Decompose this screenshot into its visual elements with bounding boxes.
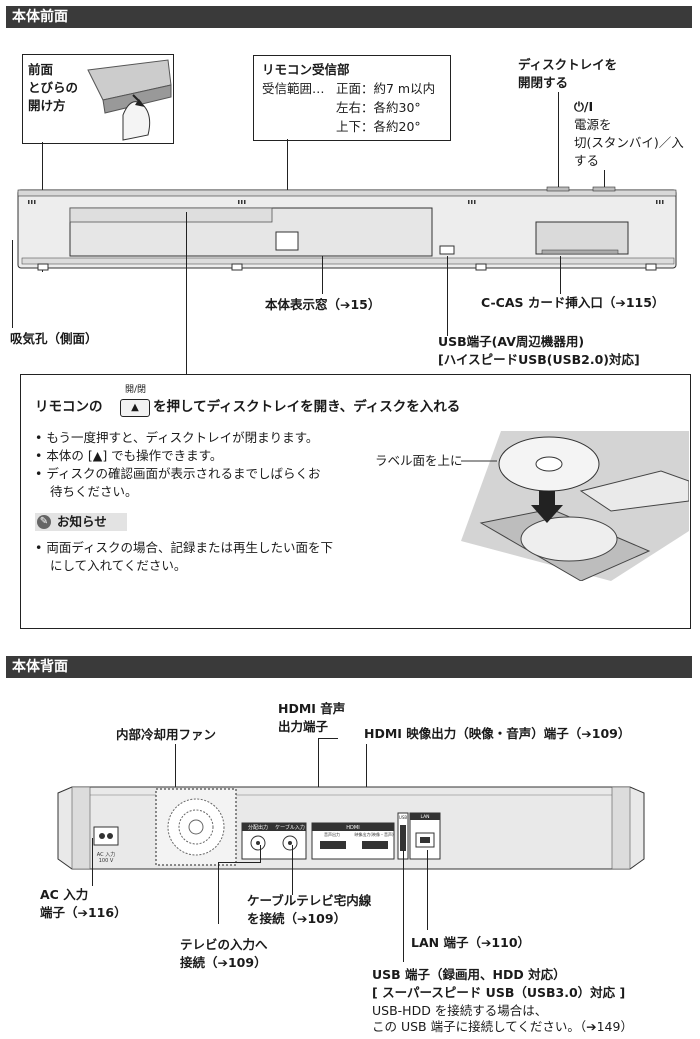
panel-lan: LAN <box>420 814 429 820</box>
remote-sensor-title: リモコン受信部 <box>262 62 350 77</box>
display-window-label: 本体表示窓（➔15） <box>265 297 381 312</box>
cable-home-label-1: ケーブルテレビ宅内線 <box>247 893 372 908</box>
usb-front-label-1: USB端子(AV周辺機器用) <box>438 334 585 349</box>
leader-tv-v <box>218 862 219 924</box>
hdmi-video-label: HDMI 映像出力（映像・音声）端子（➔109） <box>364 726 631 741</box>
cable-home-label-2: を接続（➔109） <box>247 911 347 926</box>
power-label-3: する <box>574 153 600 168</box>
notice-banner: ✎ お知らせ <box>35 513 127 531</box>
section-header-front: 本体前面 <box>6 6 692 28</box>
disc-bullet-2: • 本体の [▲] でも操作できます。 <box>35 448 223 463</box>
disc-insert-box: リモコンの 開/閉 ▲ を押してディスクトレイを開き、ディスクを入れる • もう… <box>20 374 691 629</box>
disc-bullet-3: • ディスクの確認画面が表示されるまでしばらくお <box>35 466 321 481</box>
hdmi-audio-label-2: 出力端子 <box>278 719 329 734</box>
door-label-3: 開け方 <box>28 98 66 113</box>
leader-intake <box>12 240 13 328</box>
tv-input-label-2: 接続（➔109） <box>180 955 267 970</box>
tv-input-label-1: テレビの入力へ <box>180 937 268 952</box>
recorder-back-illustration: AC 入力 100 V 分配出力 ケーブル入力 HDMI 音声出力 映像出力(映… <box>57 786 645 870</box>
notice-line-1: • 両面ディスクの場合、記録または再生したい面を下 <box>35 540 333 555</box>
panel-audio-out: 音声出力 <box>324 831 340 837</box>
leader-usb-front <box>447 256 448 336</box>
tray-label-1: ディスクトレイを <box>518 57 618 72</box>
panel-usb: USB <box>399 815 407 820</box>
ac-small-1: AC 入力 <box>97 851 115 858</box>
leader-ccas <box>560 256 561 294</box>
ac-small-2: 100 V <box>99 858 114 864</box>
leader-hdmi-audio-v <box>318 738 319 808</box>
remote-sensor-box: リモコン受信部 受信範囲… 正面：約7 m以内 左右：各約30° 上下：各約20… <box>253 55 451 141</box>
pencil-icon: ✎ <box>37 515 51 529</box>
section-header-back: 本体背面 <box>6 656 692 678</box>
leader-display <box>322 256 323 294</box>
door-hand-illustration <box>87 59 172 141</box>
disc-bullet-3-cont: 待ちください。 <box>50 484 138 499</box>
usb-back-label-4: この USB 端子に接続してください。（➔149） <box>372 1019 633 1034</box>
usb-front-label-2: [ハイスピードUSB(USB2.0)対応] <box>438 352 640 367</box>
leader-tray <box>558 92 559 190</box>
notice-title: お知らせ <box>57 514 107 529</box>
recorder-front-illustration <box>17 186 677 271</box>
door-inset: 前面 とびらの 開け方 <box>22 54 174 144</box>
leader-tv-h <box>218 862 260 863</box>
fan-label: 内部冷却用ファン <box>116 727 217 742</box>
remote-range-front: 正面：約7 m以内 <box>336 81 436 96</box>
remote-range-sides: 左右：各約30° <box>336 100 421 115</box>
leader-power <box>604 170 605 190</box>
leader-ac <box>92 838 93 886</box>
remote-range-updown: 上下：各約20° <box>336 119 421 134</box>
leader-sensor <box>287 139 288 234</box>
power-label-1: 電源を <box>574 117 612 132</box>
hdmi-audio-label-1: HDMI 音声 <box>278 701 346 716</box>
ac-input-label-1: AC 入力 <box>40 887 89 902</box>
remote-range-prefix: 受信範囲… <box>262 81 325 96</box>
ccas-slot-label: C-CAS カード挿入口（➔115） <box>481 295 665 310</box>
leader-fan <box>175 744 176 790</box>
door-label-2: とびらの <box>28 80 79 95</box>
panel-video-out: 映像出力(映像・音声) <box>354 831 394 837</box>
disc-title-post: を押してディスクトレイを開き、ディスクを入れる <box>153 399 461 415</box>
leader-hdmi-video <box>366 744 367 808</box>
leader-disc-box <box>186 212 187 374</box>
open-close-key-icon: ▲ <box>120 399 150 417</box>
leader-tv-up <box>260 845 261 863</box>
power-symbol: ⏻/I <box>574 99 594 114</box>
disc-title-pre: リモコンの <box>35 399 103 415</box>
power-label-2: 切(スタンバイ)／入 <box>574 135 684 150</box>
ac-input-label-2: 端子（➔116） <box>40 905 127 920</box>
disc-tray-illustration <box>461 431 689 581</box>
usb-back-label-3: USB-HDD を接続する場合は、 <box>372 1003 548 1018</box>
intake-label: 吸気孔（側面） <box>10 331 98 346</box>
leader-cable <box>292 845 293 895</box>
leader-hdmi-audio-h <box>318 738 338 739</box>
notice-line-2: にして入れてください。 <box>50 558 187 573</box>
lan-label: LAN 端子（➔110） <box>411 935 531 950</box>
label-side-up: ラベル面を上に <box>375 453 463 468</box>
panel-split-out: 分配出力 <box>248 824 268 831</box>
panel-cable-in: ケーブル入力 <box>275 824 305 831</box>
usb-back-label-1: USB 端子（録画用、HDD 対応） <box>372 967 566 982</box>
disc-bullet-1: • もう一度押すと、ディスクトレイが閉まります。 <box>35 430 319 445</box>
door-label-1: 前面 <box>28 62 54 77</box>
leader-lan <box>427 850 428 930</box>
panel-hdmi: HDMI <box>346 825 359 831</box>
open-close-key-caption: 開/閉 <box>125 385 147 395</box>
usb-back-label-2: [ スーパースピード USB（USB3.0）対応 ] <box>372 985 626 1000</box>
tray-label-2: 開閉する <box>518 75 569 90</box>
leader-usb-back <box>403 850 404 962</box>
